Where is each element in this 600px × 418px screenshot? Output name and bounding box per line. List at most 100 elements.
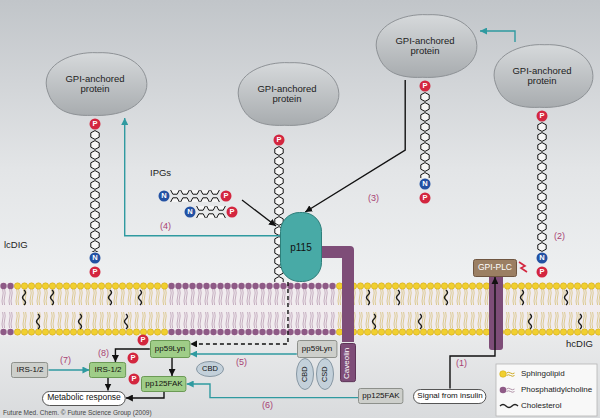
callout-number: (7) (60, 356, 71, 366)
cholesterol-molecules-part (419, 314, 422, 329)
outcome-box-outline (42, 391, 126, 406)
cytoplasm (0, 336, 600, 418)
domain-oval: CBD (196, 361, 224, 377)
signal-box-shape (414, 389, 486, 403)
kinase-box-outline (358, 388, 403, 404)
lipid-bilayer-part (336, 309, 600, 336)
phosphate-mark: P (92, 120, 97, 128)
domain-oval: CBD (296, 358, 314, 390)
domain-oval-shape (317, 359, 334, 390)
node-text: GPI-anchored protein (505, 66, 579, 87)
gpi-anchored-protein-shape (376, 15, 477, 78)
enzyme-box-shape (473, 260, 516, 277)
legend-entry: Sphingolipid (521, 370, 565, 379)
gpi-anchor-chains-part (419, 92, 431, 178)
kinase-box-shape (359, 389, 403, 404)
gpi-anchored-protein-shape (46, 53, 147, 116)
phosphate-circles-part (128, 353, 139, 364)
kinase-box-outline (150, 340, 190, 358)
legend-box-part (500, 405, 518, 408)
signal-arrow (305, 80, 405, 212)
node-text: CBD (301, 366, 309, 382)
phosphate-mark: P (130, 354, 135, 362)
transmembrane-proteins-part (489, 274, 503, 350)
connectors (49, 31, 515, 398)
gpi-anchor-chains-part (273, 146, 285, 282)
legend-box-part (507, 372, 515, 376)
phosphate-mark: P (539, 268, 544, 276)
inositol-mark: N (539, 254, 544, 262)
cholesterol-molecules-part (565, 290, 568, 305)
kinase-box-shape (142, 377, 186, 392)
kinase-box: pp125FAK (358, 388, 403, 404)
caveolin-protein-outline (340, 343, 356, 382)
enzyme-box: GPI-PLC (473, 259, 517, 277)
kinase-box-shape (150, 341, 189, 358)
callout-number: (3) (368, 194, 379, 204)
signal-arrow (171, 358, 172, 376)
node-text: GPI-PLC (478, 263, 512, 272)
node-text: GPI-anchored protein (250, 84, 324, 105)
node-text: Signal from insulin (417, 392, 482, 401)
node-text: pp59Lyn (302, 345, 332, 354)
legend-box-part (500, 371, 507, 378)
signal-arrow (187, 384, 359, 398)
cholesterol-molecules-part (445, 290, 448, 305)
node-text: CBD (202, 365, 218, 373)
signal-arrow (107, 378, 108, 391)
substrate-box: IRS-1/2 (11, 362, 48, 378)
legend-box-part (507, 388, 515, 392)
gpi-anchor-chains-part-part (89, 130, 101, 252)
domain-label: lcDIG (4, 240, 28, 250)
gpi-anchored-protein-shape (238, 63, 339, 126)
lipid-bilayer-part (14, 282, 168, 309)
gpi-anchored-protein: GPI-anchored protein (370, 12, 480, 80)
gpi-anchor-chains-part-part (170, 190, 220, 202)
substrate-box-shape (12, 363, 48, 378)
inositol-circles-part (185, 207, 196, 218)
inositol-circles-part (420, 179, 431, 190)
phosphate-circles-part (537, 111, 548, 122)
phosphate-mark: P (229, 208, 234, 216)
phosphate-mark: P (276, 136, 281, 144)
gpi-anchor-chains-part-part (419, 92, 431, 178)
cholesterol-molecules-part (51, 290, 54, 305)
legend-text: Phosphatidylcholine (521, 385, 592, 394)
gpi-anchor-chains-part-part (536, 122, 548, 252)
lipid-bilayer-part (0, 309, 600, 336)
phosphate-mark: P (539, 112, 544, 120)
phosphate-circles-part (138, 335, 149, 346)
node-text: GPI-anchored protein (388, 36, 462, 57)
transmembrane-proteins (316, 246, 503, 350)
cholesterol-molecules-part (579, 314, 582, 329)
caveolin-protein-shape (341, 344, 356, 382)
gpi-anchor-chains-part (170, 190, 220, 202)
lipid-bilayer-part (336, 282, 600, 336)
ipg-arrow (242, 200, 276, 226)
legend-entry: Phosphatidylcholine (521, 386, 592, 395)
domain-oval-outline (316, 358, 334, 390)
kinase-box: pp125FAK (141, 376, 186, 392)
signal-box-outline (413, 389, 486, 404)
domain-oval-outline (296, 358, 314, 390)
outcome-box-shape (43, 391, 126, 405)
node-text: GPI-anchored protein (58, 74, 132, 95)
signal-arrow (125, 118, 280, 236)
gpi-anchored-protein-outline (40, 50, 150, 118)
callout-number: (2) (554, 232, 565, 242)
gpi-anchored-protein: GPI-anchored protein (40, 50, 150, 118)
signal-arrow (450, 277, 495, 389)
phosphate-mark: P (140, 336, 145, 344)
callout-number: (6) (262, 401, 273, 411)
kinase-box-outline (141, 376, 186, 392)
node-text: pp125FAK (362, 392, 399, 401)
domain-oval-outline (196, 361, 224, 377)
cholesterol-molecules-part (125, 314, 128, 329)
cholesterol-molecules-part (373, 314, 376, 329)
phosphate-circles-part (274, 135, 285, 146)
callout-number: (1) (456, 359, 467, 369)
kinase-box: pp59Lyn (150, 340, 190, 358)
signal-arrow (480, 31, 515, 42)
